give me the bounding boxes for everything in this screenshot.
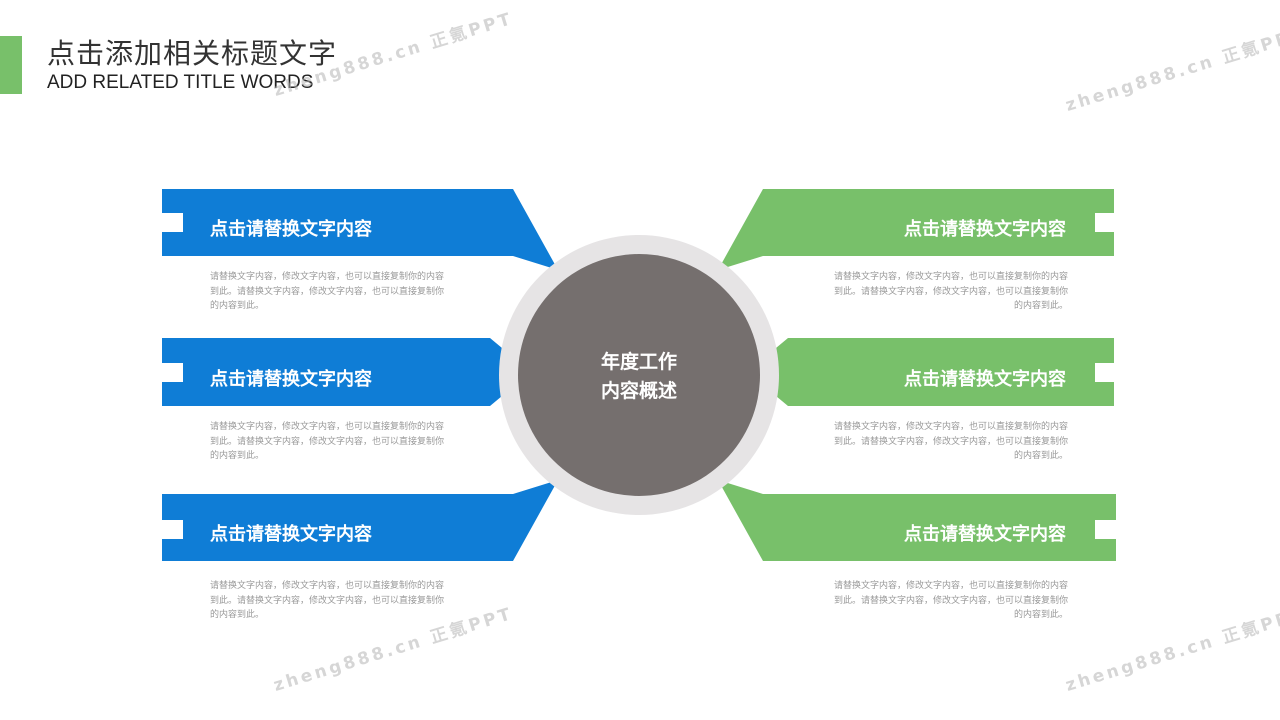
item-title-left-3: 点击请替换文字内容: [210, 524, 372, 545]
item-title-right-1: 点击请替换文字内容: [904, 219, 1066, 240]
item-desc-right-1: 请替换文字内容，修改文字内容，也可以直接复制你的内容到此。请替换文字内容，修改文…: [833, 272, 1068, 311]
bar-left-2: [162, 338, 502, 406]
item-desc-right-3: 请替换文字内容，修改文字内容，也可以直接复制你的内容到此。请替换文字内容，修改文…: [833, 581, 1068, 620]
item-desc-right-2: 请替换文字内容，修改文字内容，也可以直接复制你的内容到此。请替换文字内容，修改文…: [833, 422, 1068, 461]
item-desc-left-2: 请替换文字内容，修改文字内容，也可以直接复制你的内容到此。请替换文字内容，修改文…: [210, 422, 445, 461]
item-desc-left-3: 请替换文字内容，修改文字内容，也可以直接复制你的内容到此。请替换文字内容，修改文…: [210, 581, 445, 620]
bar-right-3: [718, 480, 1116, 561]
center-core: [518, 254, 760, 496]
center-line-2: 内容概述: [600, 380, 677, 402]
item-title-left-2: 点击请替换文字内容: [210, 369, 372, 390]
page-subtitle: ADD RELATED TITLE WORDS: [47, 72, 314, 93]
bar-right-2: [776, 338, 1114, 406]
item-desc-left-1: 请替换文字内容，修改文字内容，也可以直接复制你的内容到此。请替换文字内容，修改文…: [210, 272, 445, 311]
title-accent-bar: [0, 36, 22, 94]
center-label: 年度工作 内容概述: [559, 348, 719, 406]
item-title-right-2: 点击请替换文字内容: [904, 369, 1066, 390]
item-title-right-3: 点击请替换文字内容: [904, 524, 1066, 545]
bar-right-1: [718, 189, 1114, 270]
page-title: 点击添加相关标题文字: [47, 37, 338, 70]
center-line-1: 年度工作: [600, 351, 677, 373]
item-title-left-1: 点击请替换文字内容: [210, 219, 372, 240]
bar-left-3: [162, 480, 558, 561]
bar-left-1: [162, 189, 558, 270]
